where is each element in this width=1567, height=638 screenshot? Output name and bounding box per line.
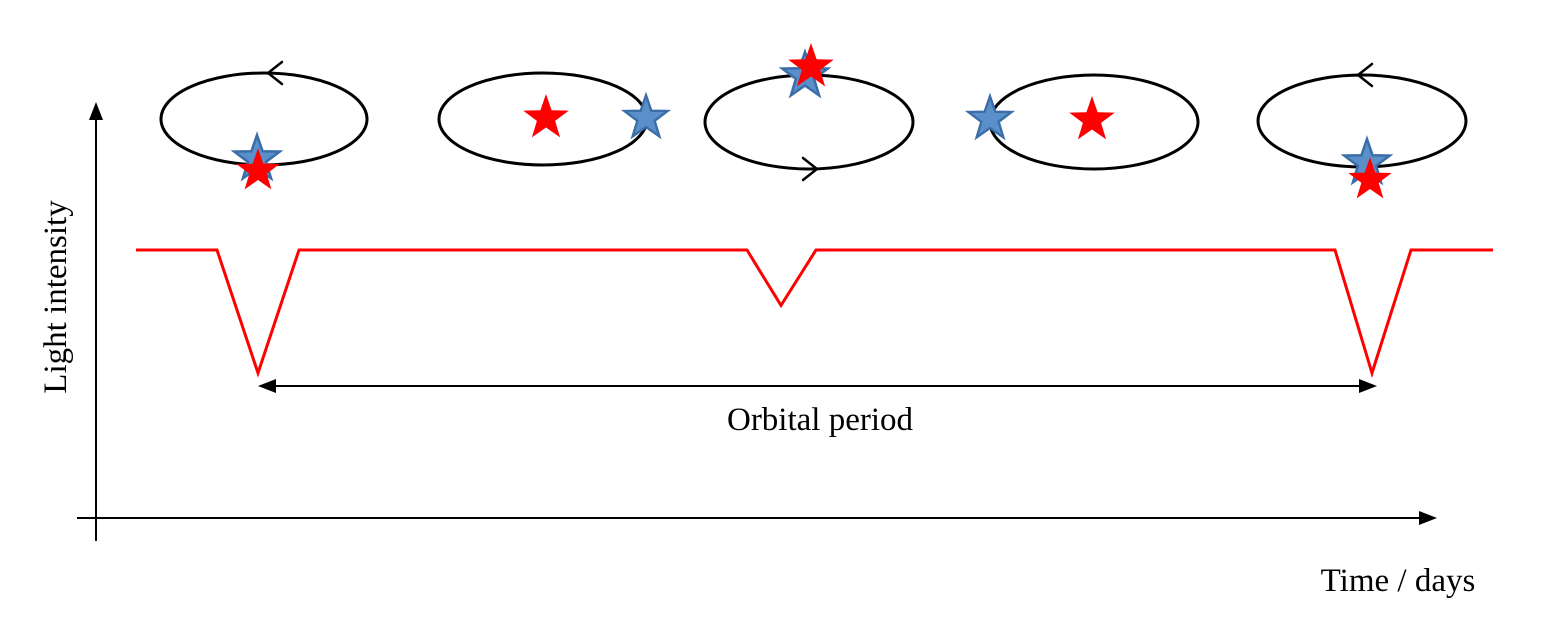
light-curve: [136, 248, 1493, 379]
orbit-phase-2: [437, 71, 669, 167]
period-arrowhead-right: [1359, 379, 1377, 393]
chevron-icon: [1355, 62, 1374, 88]
axes: [77, 102, 1437, 541]
orbit-phase-4: [967, 73, 1200, 171]
period-arrowhead-left: [258, 379, 276, 393]
blue-star-icon: [623, 94, 669, 138]
orbit-phase-5: [1256, 62, 1468, 199]
orbital-period-arrow: [258, 379, 1377, 393]
blue-star-icon: [967, 95, 1013, 139]
chevron-icon: [265, 60, 284, 86]
x-axis-label: Time / days: [1321, 563, 1476, 599]
red-star-icon: [523, 94, 569, 138]
x-axis-arrowhead: [1419, 511, 1437, 525]
orbit-phase-1: [159, 60, 369, 190]
orbit-phase-3: [703, 43, 915, 182]
chevron-icon: [801, 156, 820, 182]
red-star-icon: [1069, 96, 1115, 140]
orbital-period-label: Orbital period: [727, 402, 914, 438]
y-axis-label: Light intensity: [38, 200, 74, 394]
y-axis-arrowhead: [89, 102, 103, 120]
